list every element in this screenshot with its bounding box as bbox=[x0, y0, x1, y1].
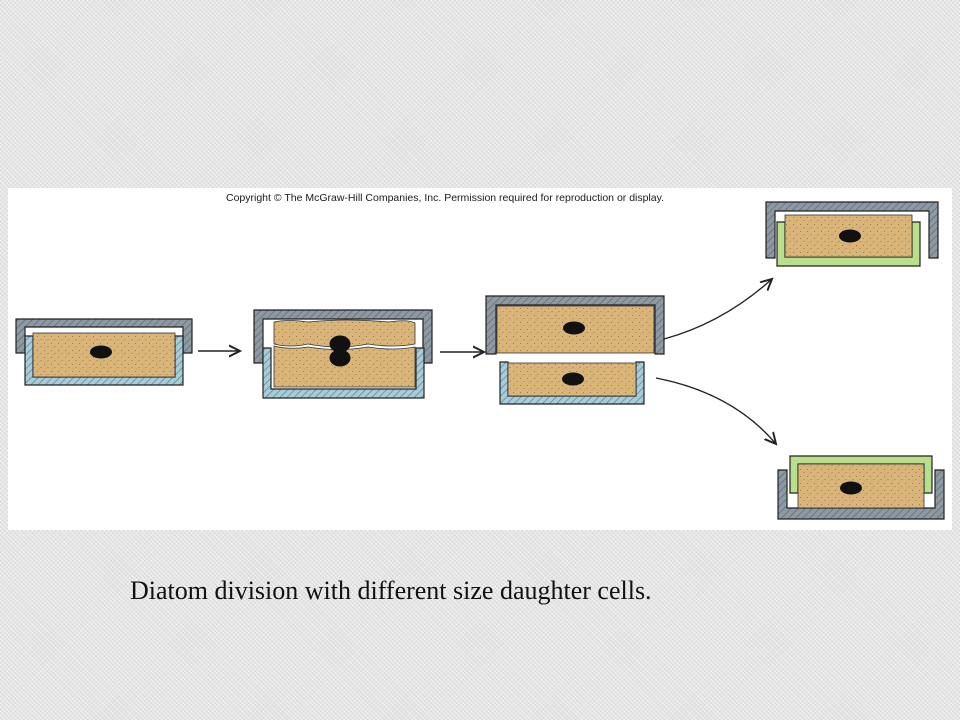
epitheca-valve bbox=[253, 309, 433, 364]
nucleus bbox=[840, 481, 862, 495]
hypotheca-valve bbox=[262, 347, 425, 399]
nucleus-top bbox=[563, 321, 585, 335]
nucleus bbox=[90, 345, 112, 359]
nucleus bbox=[839, 229, 861, 243]
parent-hypotheca-valve bbox=[777, 469, 945, 520]
stage-3-separated-cells bbox=[485, 295, 665, 405]
stage-2-dividing-cell bbox=[253, 309, 433, 399]
arrow-up bbox=[663, 279, 772, 340]
nucleus-bottom bbox=[562, 372, 584, 386]
stage-1-parent-cell bbox=[15, 318, 193, 386]
epitheca-valve-top bbox=[485, 295, 665, 355]
parent-epitheca-valve bbox=[765, 201, 939, 259]
diatom-division-diagram bbox=[15, 201, 945, 520]
cytoplasm-upper bbox=[273, 319, 416, 348]
daughter-cell-same-size bbox=[765, 201, 939, 267]
epitheca-valve bbox=[15, 318, 193, 354]
copyright-notice: Copyright © The McGraw-Hill Companies, I… bbox=[226, 192, 665, 204]
caption: Diatom division with different size daug… bbox=[130, 576, 652, 605]
nucleus-lower bbox=[329, 349, 351, 367]
nucleus-upper bbox=[329, 335, 351, 353]
arrow-down bbox=[655, 377, 776, 444]
daughter-cell-smaller bbox=[777, 455, 945, 520]
cytoplasm-lower bbox=[273, 345, 416, 388]
diagram-panel: Copyright © The McGraw-Hill Companies, I… bbox=[8, 188, 952, 530]
